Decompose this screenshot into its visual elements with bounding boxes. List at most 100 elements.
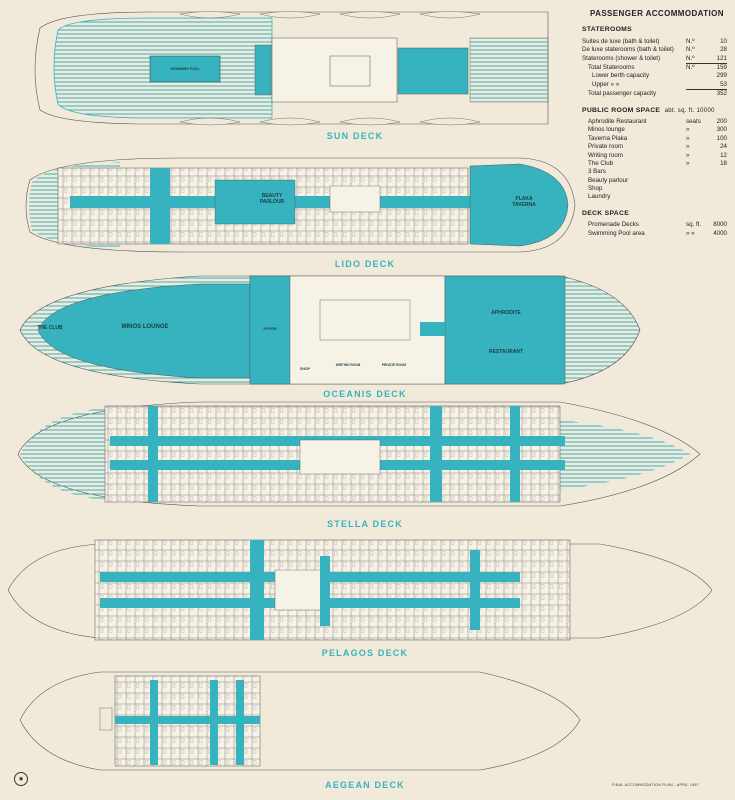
public-room-row: Taverna Plaka » 100	[582, 135, 727, 143]
room-label-the-club: THE CLUB	[37, 325, 63, 331]
row-label: Total Staterooms	[588, 63, 635, 71]
deck-label-sun: SUN DECK	[326, 131, 384, 141]
deck-space-row: Swimming Pool area » » 4000	[582, 230, 727, 238]
row-label: Swimming Pool area	[588, 229, 645, 237]
row-unit: »	[686, 143, 690, 151]
row-value: 4000	[713, 229, 727, 237]
row-unit: »	[686, 159, 690, 167]
row-label: Lower berth capacity	[592, 72, 650, 80]
row-label: De luxe staterooms (bath & toilet)	[582, 46, 674, 54]
stateroom-row: Suites de luxe (bath & toilet) N.º 10	[582, 38, 727, 46]
row-value: 100	[716, 134, 727, 142]
row-label: Minos lounge	[588, 126, 625, 134]
row-value: 352	[716, 90, 727, 98]
room-label-foyer: FOYER	[263, 327, 277, 331]
row-value: 200	[716, 117, 727, 125]
row-value: 300	[716, 126, 727, 134]
deck-label-stella: STELLA DECK	[327, 519, 403, 529]
row-label: Promenade Decks	[588, 221, 639, 229]
room-label-writing-room: WRITING ROOM	[335, 363, 361, 367]
row-unit: sq. ft.	[686, 221, 702, 229]
sun-deck	[34, 11, 549, 126]
deck-label-aegean: AEGEAN DECK	[325, 780, 405, 790]
room-label-aphrodite: APHRODITE	[491, 310, 521, 316]
row-value: 18	[720, 159, 727, 167]
public-room-row: Minos lounge » 300	[582, 126, 727, 134]
public-room-row: Private room » 24	[582, 143, 727, 151]
row-value: 24	[720, 143, 727, 151]
row-label: Staterooms (shower & toilet)	[582, 54, 661, 62]
room-label-plaka-taverna: PLAKA TAVERNA	[512, 196, 536, 208]
total-rule	[686, 89, 727, 91]
row-value: 121	[716, 54, 727, 62]
stateroom-row: Total Staterooms N.º 159	[582, 64, 727, 72]
lido-deck	[25, 157, 576, 253]
row-label: Suites de luxe (bath & toilet)	[582, 37, 660, 45]
printer-logo-icon: ◉	[14, 772, 28, 786]
stateroom-row: Lower berth capacity 299	[582, 72, 727, 80]
deck-label-oceanis: OCEANIS DECK	[323, 389, 407, 399]
public-rooms-heading-note: abt. sq. ft. 10000	[664, 107, 715, 114]
row-value: 159	[716, 63, 727, 71]
row-label: 3 Bars	[588, 168, 606, 176]
row-unit: N.º	[686, 46, 695, 54]
row-value: 299	[716, 72, 727, 80]
row-unit: N.º	[686, 54, 695, 62]
row-unit: »	[686, 126, 690, 134]
public-room-row: Beauty parlour	[582, 177, 727, 185]
row-label: Laundry	[588, 193, 611, 201]
accommodation-legend: PASSENGER ACCOMMODATION STATEROOMS Suite…	[582, 9, 727, 238]
stateroom-row: Total passenger capacity 352	[582, 90, 727, 98]
room-label-minos-lounge: MINOS LOUNGE	[121, 324, 169, 330]
row-label: The Club	[588, 159, 614, 167]
total-rule	[686, 62, 727, 64]
public-room-row: 3 Bars	[582, 168, 727, 176]
row-label: Shop	[588, 185, 603, 193]
pelagos-deck	[7, 539, 713, 641]
public-room-row: Writing room » 12	[582, 152, 727, 160]
row-label: Upper » »	[592, 80, 620, 88]
public-rooms-heading-text: PUBLIC ROOM SPACE	[582, 106, 661, 114]
deck-space-heading: DECK SPACE	[582, 209, 630, 217]
oceanis-deck	[19, 275, 641, 385]
stella-deck	[17, 401, 701, 507]
row-label: Beauty parlour	[588, 176, 629, 184]
deck-label-pelagos: PELAGOS DECK	[321, 648, 409, 658]
row-value: 53	[720, 80, 727, 88]
stateroom-row: De luxe staterooms (bath & toilet) N.º 28	[582, 46, 727, 54]
row-label: Private room	[588, 143, 624, 151]
row-value: 8000	[713, 221, 727, 229]
aegean-deck	[19, 671, 581, 771]
row-label: Writing room	[588, 151, 623, 159]
row-label: Taverna Plaka	[588, 134, 628, 142]
room-label-shop: SHOP	[300, 367, 310, 371]
public-room-row: Shop	[582, 185, 727, 193]
stateroom-row: Staterooms (shower & toilet) N.º 121	[582, 55, 727, 63]
room-label-swimming-pool: SWIMMING POOL	[170, 67, 200, 71]
public-room-row: Laundry	[582, 193, 727, 201]
row-value: 12	[720, 151, 727, 159]
row-unit: seats	[686, 117, 701, 125]
deck-space-row: Promenade Decks sq. ft. 8000	[582, 221, 727, 229]
legend-title: PASSENGER ACCOMMODATION	[590, 9, 724, 18]
row-unit: N.º	[686, 63, 695, 71]
room-label-beauty-parlour: BEAUTY PARLOUR	[259, 193, 285, 205]
public-room-row: Aphrodite Restaurant seats 200	[582, 118, 727, 126]
row-label: Total passenger capacity	[588, 90, 657, 98]
row-value: 28	[720, 46, 727, 54]
row-value: 10	[720, 37, 727, 45]
public-room-row: The Club » 18	[582, 160, 727, 168]
row-unit: N.º	[686, 37, 695, 45]
row-unit: »	[686, 151, 690, 159]
plan-footer: FINAL ACCOMMODATION PLAN - APRIL 1967	[612, 783, 700, 787]
row-label: Aphrodite Restaurant	[588, 117, 647, 125]
staterooms-heading: STATEROOMS	[582, 26, 632, 34]
row-unit: »	[686, 134, 690, 142]
stateroom-row: Upper » » 53	[582, 81, 727, 89]
row-unit: » »	[686, 229, 695, 237]
public-rooms-heading: PUBLIC ROOM SPACE abt. sq. ft. 10000	[582, 107, 727, 115]
room-label-restaurant: RESTAURANT	[488, 349, 524, 355]
room-label-private-room: PRIVATE ROOM	[381, 363, 407, 367]
deck-label-lido: LIDO DECK	[334, 259, 396, 269]
